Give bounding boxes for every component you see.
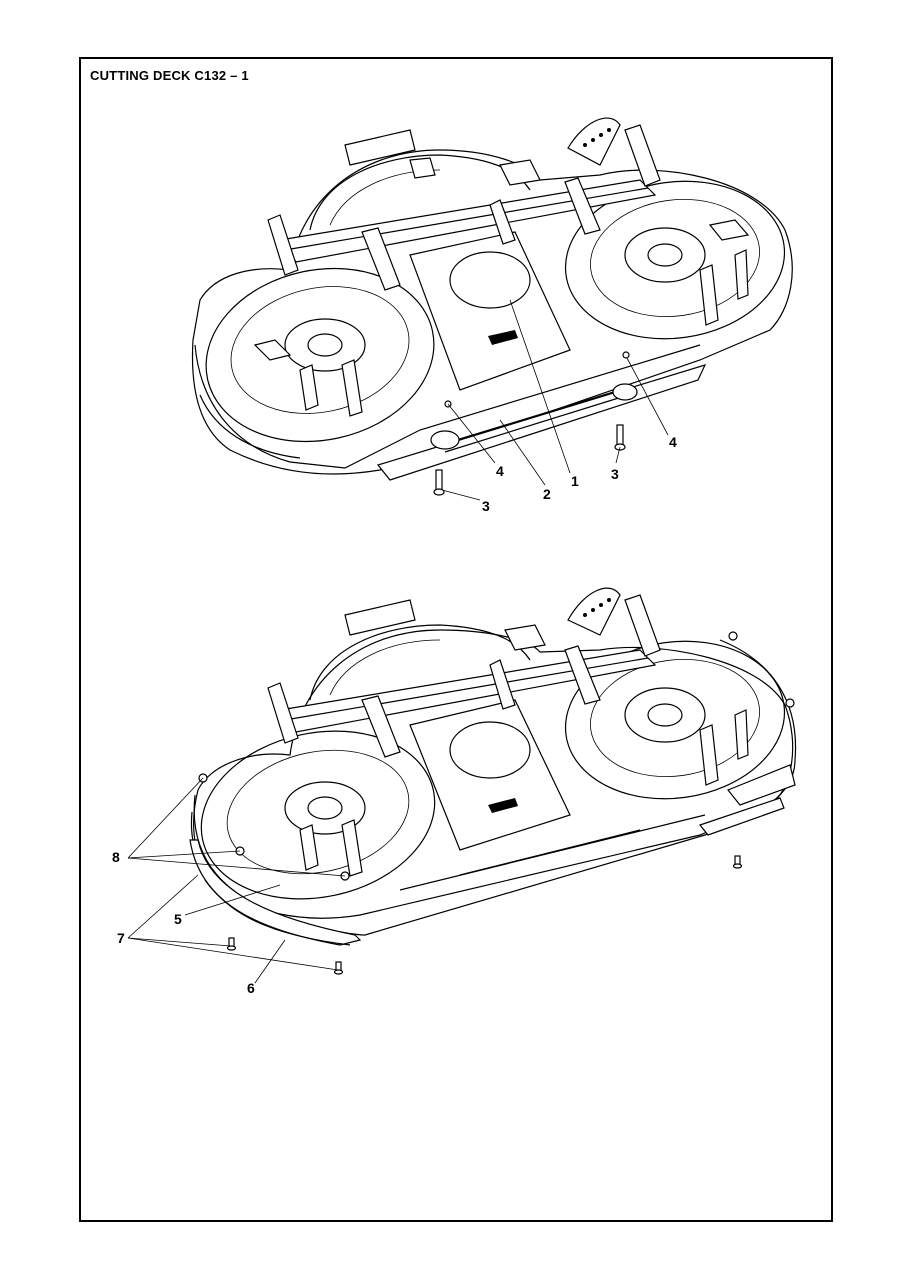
- bolt-7-b: [333, 961, 344, 975]
- deck-assembly-top: [191, 117, 793, 496]
- callout-1: 1: [571, 473, 579, 489]
- callout-3-right: 3: [611, 466, 619, 482]
- callout-4-left: 4: [496, 463, 504, 479]
- bolt-7-a: [226, 937, 237, 951]
- callout-4-right: 4: [669, 434, 677, 450]
- callout-leaders-bottom: [127, 777, 346, 984]
- callout-8: 8: [112, 849, 120, 865]
- callouts-top: 1 2 3 3 4 4: [482, 434, 677, 514]
- callout-leaders-top: [441, 299, 669, 501]
- pin-3-right: [614, 424, 626, 451]
- callout-6: 6: [247, 980, 255, 996]
- deck-assembly-bottom: [189, 587, 797, 975]
- page-title: CUTTING DECK C132 – 1: [90, 68, 249, 83]
- callout-7: 7: [117, 930, 125, 946]
- callout-3-left: 3: [482, 498, 490, 514]
- pin-3-left: [433, 469, 445, 496]
- page-frame: [79, 57, 833, 1222]
- callout-5: 5: [174, 911, 182, 927]
- callouts-bottom: 5 6 7 8: [112, 849, 255, 996]
- bolt-7-c: [732, 855, 743, 869]
- callout-2: 2: [543, 486, 551, 502]
